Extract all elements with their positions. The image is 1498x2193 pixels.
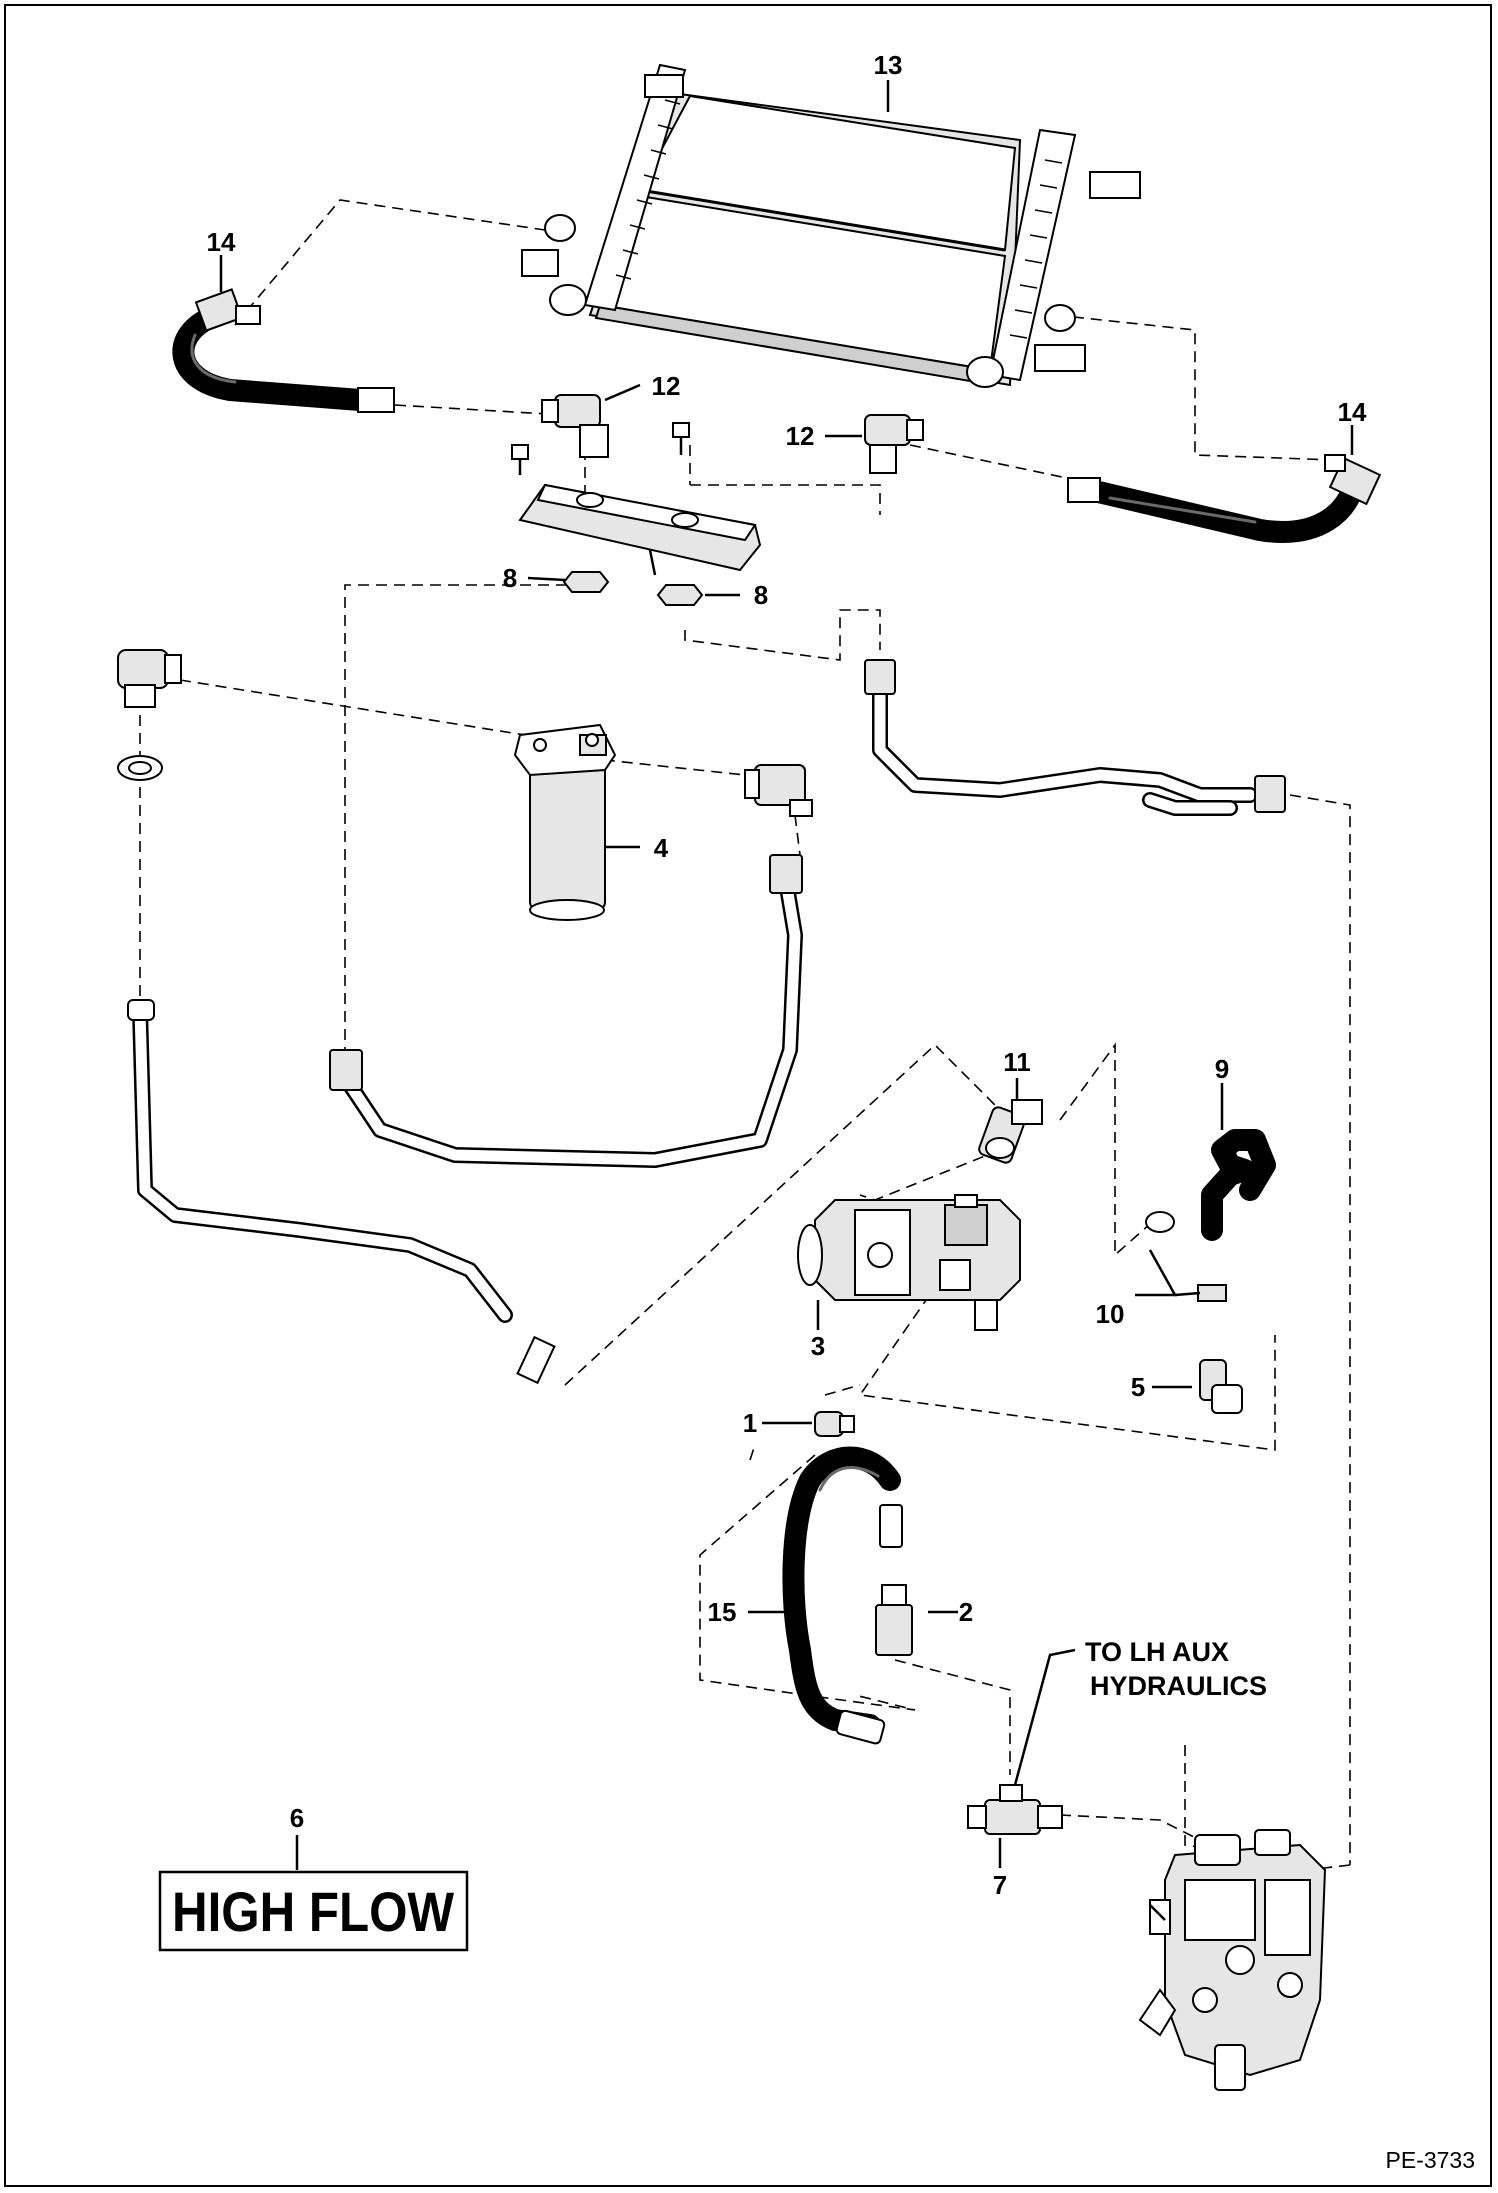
nut-left bbox=[562, 571, 610, 593]
hose-left bbox=[172, 288, 395, 413]
callout-1: 1 bbox=[743, 1408, 757, 1438]
callout-14-right: 14 bbox=[1338, 397, 1367, 427]
leader-lines bbox=[219, 80, 1354, 1870]
tube-left-long bbox=[127, 999, 556, 1385]
callout-8-left: 8 bbox=[503, 563, 517, 593]
elbow-fitting-upper-left bbox=[117, 649, 182, 708]
tee-fitting bbox=[967, 1784, 1063, 1835]
note-line-2: HYDRAULICS bbox=[1090, 1671, 1267, 1701]
callout-10: 10 bbox=[1096, 1299, 1125, 1329]
high-flow-text: HIGH FLOW bbox=[172, 1880, 454, 1943]
callout-15: 15 bbox=[708, 1597, 737, 1627]
elbow-fitting-pump bbox=[978, 1099, 1043, 1164]
callout-14-left: 14 bbox=[207, 227, 236, 257]
callout-3: 3 bbox=[811, 1331, 825, 1361]
callout-4: 4 bbox=[654, 833, 669, 863]
adapter-fitting bbox=[875, 1584, 913, 1656]
elbow-fitting-drain bbox=[1199, 1359, 1243, 1414]
elbow-fitting-left bbox=[541, 394, 609, 458]
callout-12-right: 12 bbox=[786, 421, 815, 451]
mounting-bracket bbox=[511, 422, 762, 576]
tee-fitting-filter-outlet bbox=[744, 764, 813, 817]
callout-11: 11 bbox=[1003, 1047, 1031, 1077]
hose-pressure bbox=[782, 1446, 903, 1745]
callout-2: 2 bbox=[959, 1597, 973, 1627]
callout-8-right: 8 bbox=[754, 580, 768, 610]
high-flow-decal: HIGH FLOW bbox=[158, 1870, 469, 1952]
diagram-frame bbox=[4, 4, 1492, 2187]
hose-case-drain bbox=[1201, 1129, 1276, 1241]
callout-13: 13 bbox=[874, 50, 903, 80]
elbow-fitting-right bbox=[864, 414, 924, 474]
aux-hydraulics-note: TO LH AUX HYDRAULICS bbox=[1085, 1637, 1267, 1701]
straight-fitting bbox=[814, 1411, 855, 1437]
hose-clamp-upper-left bbox=[117, 755, 163, 781]
clamp-upper bbox=[1145, 1211, 1175, 1233]
nut-right bbox=[656, 584, 704, 606]
callout-7: 7 bbox=[993, 1870, 1007, 1900]
filter-assembly bbox=[513, 723, 617, 921]
callout-labels: 13 14 14 12 12 8 8 4 11 9 10 3 5 1 2 15 … bbox=[207, 50, 1367, 1900]
callout-6: 6 bbox=[290, 1803, 304, 1833]
note-line-1: TO LH AUX bbox=[1085, 1637, 1229, 1667]
hydraulic-pump bbox=[797, 1194, 1021, 1331]
tube-upper-right bbox=[864, 659, 1286, 816]
tube-filter-to-bracket bbox=[329, 854, 803, 1168]
callout-9: 9 bbox=[1215, 1054, 1229, 1084]
clamp-lower bbox=[1197, 1284, 1227, 1302]
dashed-routes bbox=[139, 199, 1351, 1876]
callout-12-left: 12 bbox=[652, 371, 681, 401]
callout-5: 5 bbox=[1131, 1372, 1145, 1402]
control-valve bbox=[1138, 1829, 1327, 2091]
oil-cooler bbox=[521, 63, 1141, 388]
figure-code: PE-3733 bbox=[1385, 2147, 1475, 2173]
hose-right bbox=[1067, 454, 1382, 543]
